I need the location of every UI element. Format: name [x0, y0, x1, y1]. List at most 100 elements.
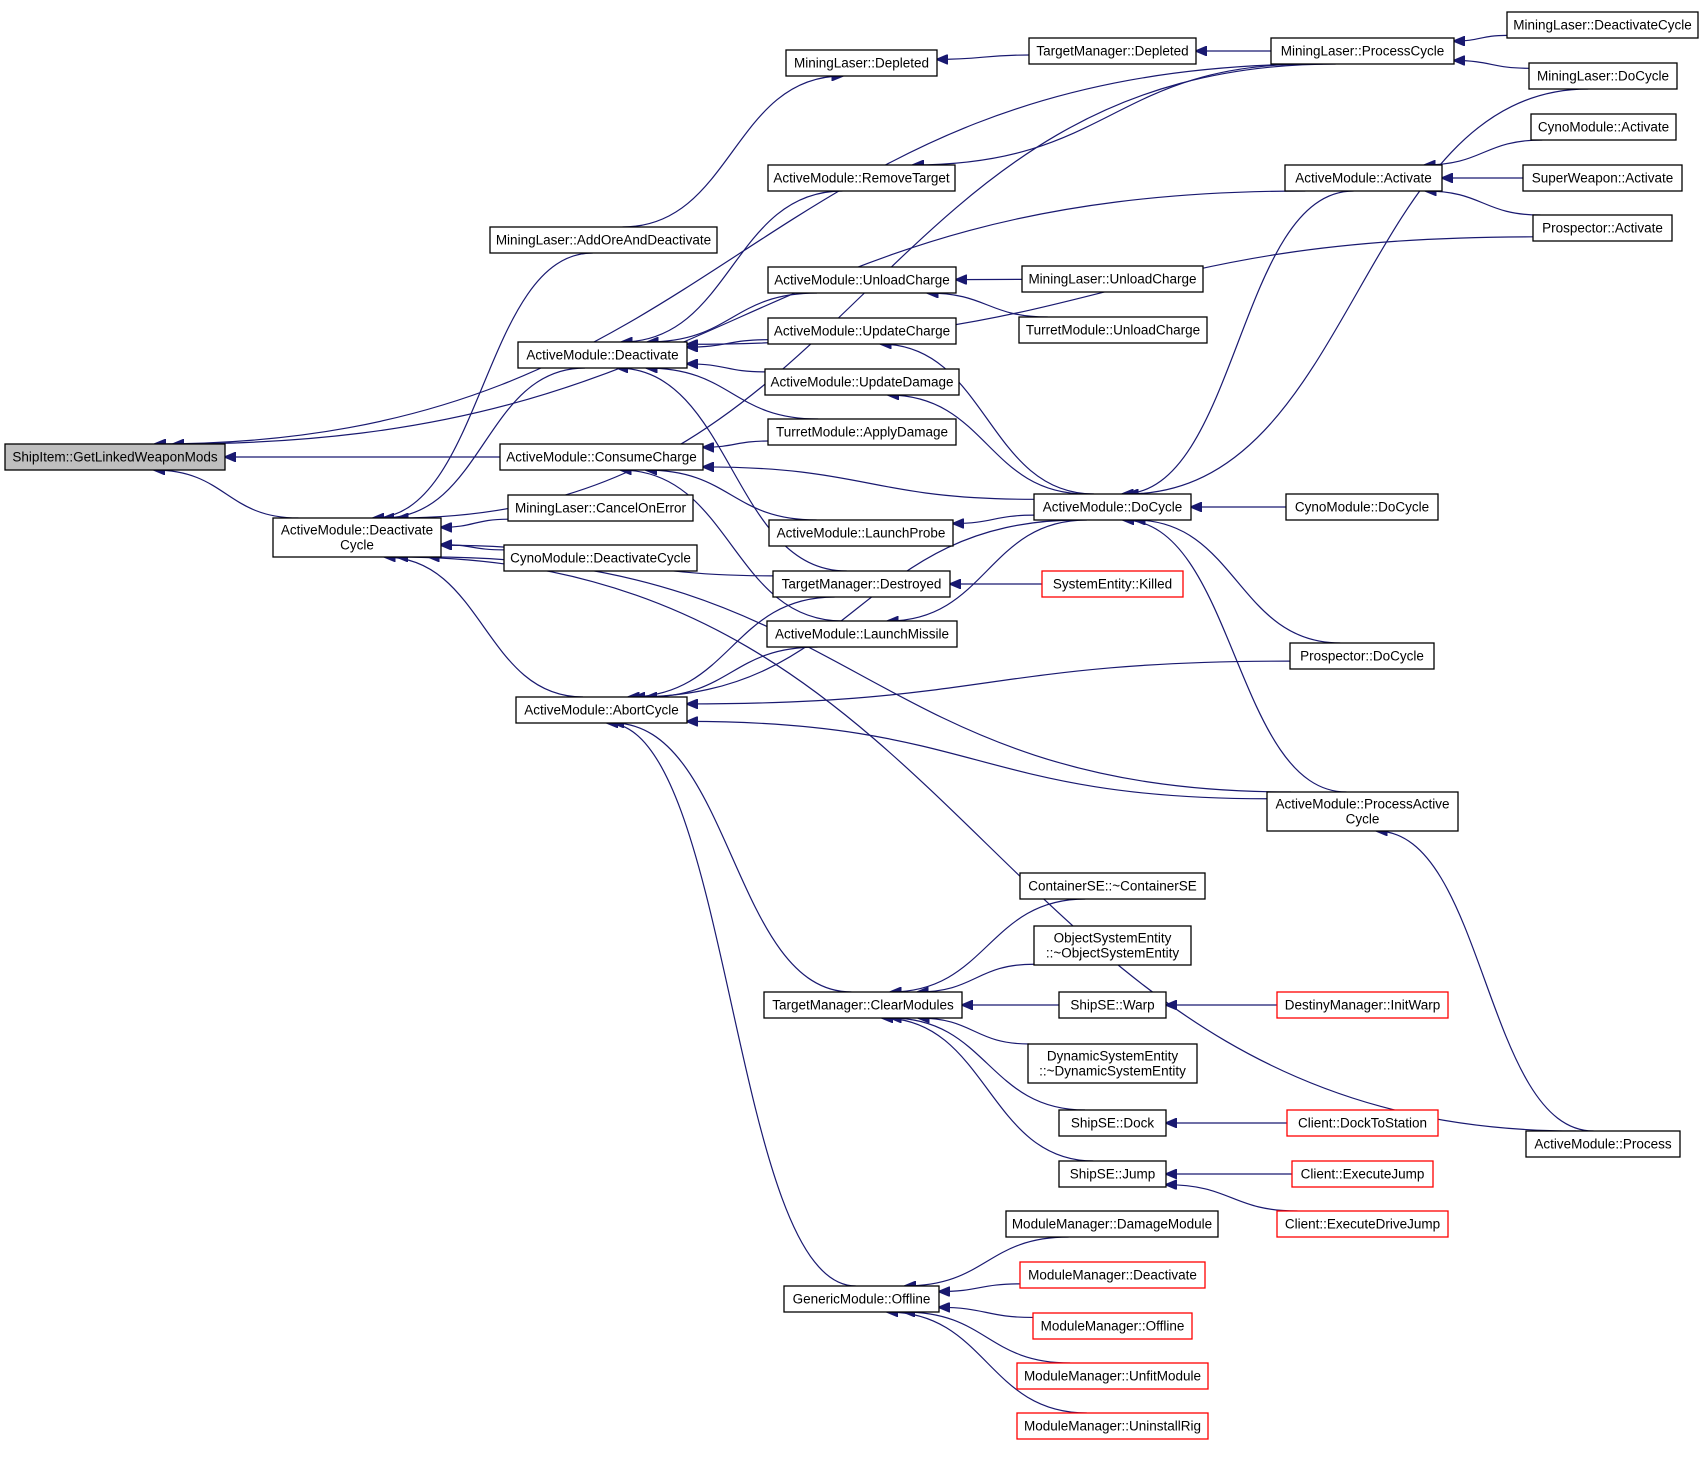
- node-box-tgCM[interactable]: [763, 991, 963, 1019]
- node-box-dseD[interactable]: [1027, 1043, 1198, 1084]
- node-cseD[interactable]: ContainerSE::~ContainerSE: [1019, 872, 1206, 900]
- node-box-tgDep[interactable]: [1028, 37, 1197, 65]
- node-cmDC[interactable]: CynoModule::DeactivateCycle: [503, 544, 698, 572]
- node-box-cymDoC[interactable]: [1285, 493, 1439, 521]
- node-mlCOE[interactable]: MiningLaser::CancelOnError: [507, 494, 694, 522]
- node-box-amPAC[interactable]: [1266, 791, 1459, 832]
- node-seKill[interactable]: SystemEntity::Killed: [1041, 570, 1184, 598]
- node-box-tmAD[interactable]: [767, 418, 957, 446]
- node-mmUR[interactable]: ModuleManager::UninstallRig: [1016, 1412, 1209, 1440]
- node-box-clEJ[interactable]: [1291, 1160, 1434, 1188]
- node-amLM[interactable]: ActiveModule::LaunchMissile: [766, 620, 958, 648]
- node-box-mmUR[interactable]: [1016, 1412, 1209, 1440]
- node-box-gmOff[interactable]: [783, 1285, 940, 1313]
- node-box-adc[interactable]: [272, 517, 442, 558]
- node-mlPC[interactable]: MiningLaser::ProcessCycle: [1270, 37, 1455, 65]
- node-sseDock[interactable]: ShipSE::Dock: [1058, 1109, 1167, 1137]
- node-amRT[interactable]: ActiveModule::RemoveTarget: [767, 164, 956, 192]
- node-box-clDTS[interactable]: [1286, 1109, 1439, 1137]
- node-box-amUpC[interactable]: [767, 317, 957, 345]
- node-adc[interactable]: ActiveModule::DeactivateCycle: [272, 517, 442, 558]
- node-box-mlCOE[interactable]: [507, 494, 694, 522]
- node-mmUM[interactable]: ModuleManager::UnfitModule: [1016, 1362, 1209, 1390]
- node-box-sseW[interactable]: [1058, 991, 1167, 1019]
- node-box-tgDes[interactable]: [772, 570, 951, 598]
- node-amUC[interactable]: ActiveModule::UnloadCharge: [767, 266, 957, 294]
- node-tmULC[interactable]: TurretModule::UnloadCharge: [1018, 316, 1208, 344]
- node-box-cymAct[interactable]: [1530, 113, 1677, 141]
- node-box-amRT[interactable]: [767, 164, 956, 192]
- node-tgDes[interactable]: TargetManager::Destroyed: [772, 570, 951, 598]
- node-box-clEDJ[interactable]: [1276, 1210, 1449, 1238]
- node-amDeac[interactable]: ActiveModule::Deactivate: [517, 341, 688, 369]
- node-box-amLP[interactable]: [768, 519, 954, 547]
- node-amProc[interactable]: ActiveModule::Process: [1525, 1130, 1681, 1158]
- node-prDoC[interactable]: Prospector::DoCycle: [1289, 642, 1435, 670]
- node-mlDC[interactable]: MiningLaser::DeactivateCycle: [1506, 11, 1699, 39]
- node-box-prAct[interactable]: [1532, 214, 1673, 242]
- node-amDoC[interactable]: ActiveModule::DoCycle: [1033, 493, 1192, 521]
- node-box-amAC[interactable]: [515, 696, 688, 724]
- node-clEJ[interactable]: Client::ExecuteJump: [1291, 1160, 1434, 1188]
- node-clEDJ[interactable]: Client::ExecuteDriveJump: [1276, 1210, 1449, 1238]
- node-box-prDoC[interactable]: [1289, 642, 1435, 670]
- node-box-amDeac[interactable]: [517, 341, 688, 369]
- node-box-cseD[interactable]: [1019, 872, 1206, 900]
- node-root[interactable]: ShipItem::GetLinkedWeaponMods: [4, 443, 226, 471]
- node-box-swAct[interactable]: [1522, 164, 1683, 192]
- node-mmDM[interactable]: ModuleManager::DamageModule: [1005, 1210, 1219, 1238]
- node-gmOff[interactable]: GenericModule::Offline: [783, 1285, 940, 1313]
- node-box-mlDep[interactable]: [785, 49, 938, 77]
- node-amAC[interactable]: ActiveModule::AbortCycle: [515, 696, 688, 724]
- node-mlDoC[interactable]: MiningLaser::DoCycle: [1528, 62, 1678, 90]
- node-mlDep[interactable]: MiningLaser::Depleted: [785, 49, 938, 77]
- node-box-mmUM[interactable]: [1016, 1362, 1209, 1390]
- node-box-mmDeac[interactable]: [1019, 1261, 1206, 1289]
- node-box-amUC[interactable]: [767, 266, 957, 294]
- node-box-amAct[interactable]: [1284, 164, 1443, 192]
- node-sseJump[interactable]: ShipSE::Jump: [1058, 1160, 1167, 1188]
- node-tgCM[interactable]: TargetManager::ClearModules: [763, 991, 963, 1019]
- node-amUD[interactable]: ActiveModule::UpdateDamage: [764, 368, 960, 396]
- node-tgDep[interactable]: TargetManager::Depleted: [1028, 37, 1197, 65]
- node-dmIW[interactable]: DestinyManager::InitWarp: [1276, 991, 1449, 1019]
- node-box-mlPC[interactable]: [1270, 37, 1455, 65]
- node-box-mlDoC[interactable]: [1528, 62, 1678, 90]
- node-box-mlDC[interactable]: [1506, 11, 1699, 39]
- node-tmAD[interactable]: TurretModule::ApplyDamage: [767, 418, 957, 446]
- node-box-seKill[interactable]: [1041, 570, 1184, 598]
- node-mmOff[interactable]: ModuleManager::Offline: [1032, 1312, 1193, 1340]
- node-box-root[interactable]: [4, 443, 226, 471]
- node-box-mlULC[interactable]: [1021, 265, 1204, 293]
- node-mlAOD[interactable]: MiningLaser::AddOreAndDeactivate: [489, 226, 718, 254]
- node-oseD[interactable]: ObjectSystemEntity::~ObjectSystemEntity: [1033, 925, 1192, 966]
- node-cymAct[interactable]: CynoModule::Activate: [1530, 113, 1677, 141]
- node-box-cmDC[interactable]: [503, 544, 698, 572]
- node-amCC[interactable]: ActiveModule::ConsumeCharge: [499, 443, 704, 471]
- node-box-tmULC[interactable]: [1018, 316, 1208, 344]
- node-amAct[interactable]: ActiveModule::Activate: [1284, 164, 1443, 192]
- node-box-amProc[interactable]: [1525, 1130, 1681, 1158]
- node-box-amLM[interactable]: [766, 620, 958, 648]
- node-box-sseDock[interactable]: [1058, 1109, 1167, 1137]
- node-mlULC[interactable]: MiningLaser::UnloadCharge: [1021, 265, 1204, 293]
- node-dseD[interactable]: DynamicSystemEntity::~DynamicSystemEntit…: [1027, 1043, 1198, 1084]
- node-box-amDoC[interactable]: [1033, 493, 1192, 521]
- node-box-mlAOD[interactable]: [489, 226, 718, 254]
- node-prAct[interactable]: Prospector::Activate: [1532, 214, 1673, 242]
- node-box-mmOff[interactable]: [1032, 1312, 1193, 1340]
- node-amLP[interactable]: ActiveModule::LaunchProbe: [768, 519, 954, 547]
- node-box-amUD[interactable]: [764, 368, 960, 396]
- node-box-sseJump[interactable]: [1058, 1160, 1167, 1188]
- node-mmDeac[interactable]: ModuleManager::Deactivate: [1019, 1261, 1206, 1289]
- node-amUpC[interactable]: ActiveModule::UpdateCharge: [767, 317, 957, 345]
- node-box-oseD[interactable]: [1033, 925, 1192, 966]
- node-cymDoC[interactable]: CynoModule::DoCycle: [1285, 493, 1439, 521]
- node-sseW[interactable]: ShipSE::Warp: [1058, 991, 1167, 1019]
- node-box-mmDM[interactable]: [1005, 1210, 1219, 1238]
- node-box-dmIW[interactable]: [1276, 991, 1449, 1019]
- node-box-amCC[interactable]: [499, 443, 704, 471]
- node-swAct[interactable]: SuperWeapon::Activate: [1522, 164, 1683, 192]
- node-clDTS[interactable]: Client::DockToStation: [1286, 1109, 1439, 1137]
